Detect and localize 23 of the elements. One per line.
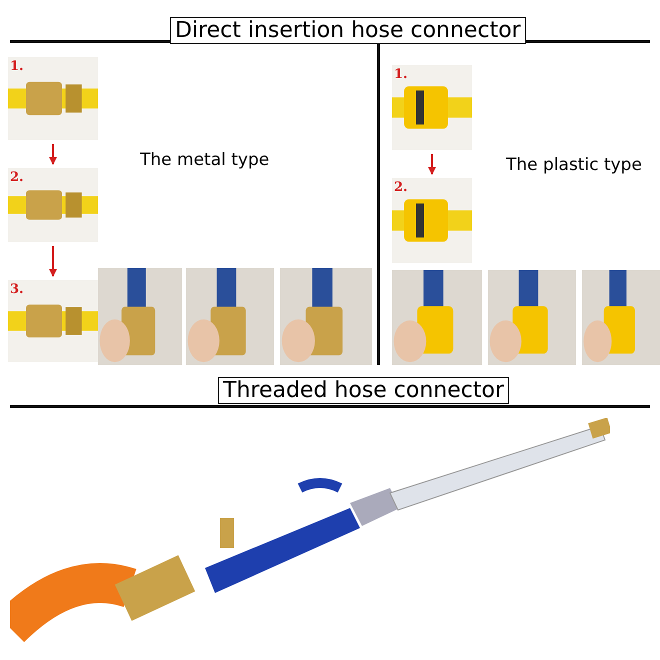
connector-photo [8,57,98,140]
hand-photo [488,270,576,365]
type-label: The metal type [140,150,270,170]
arrow [428,154,436,175]
hand-photo [392,270,482,365]
step-number: 1. [10,59,24,74]
step-number: 2. [10,170,24,185]
step-number: 3. [10,282,24,297]
step-number: 2. [394,180,408,195]
connector-photo [392,178,472,263]
section-heading: Threaded hose connector [218,377,510,404]
hand-photo [186,268,274,365]
step-number: 1. [394,67,408,82]
hand-photo [280,268,372,365]
arrow [49,246,57,277]
connector-photo [8,168,98,242]
arrow [49,144,57,165]
hand-photo [582,270,660,365]
hand-photo [98,268,182,365]
section-heading: Direct insertion hose connector [170,17,526,44]
connector-photo [392,65,472,150]
connector-photo [8,280,98,362]
type-label: The plastic type [506,155,642,175]
